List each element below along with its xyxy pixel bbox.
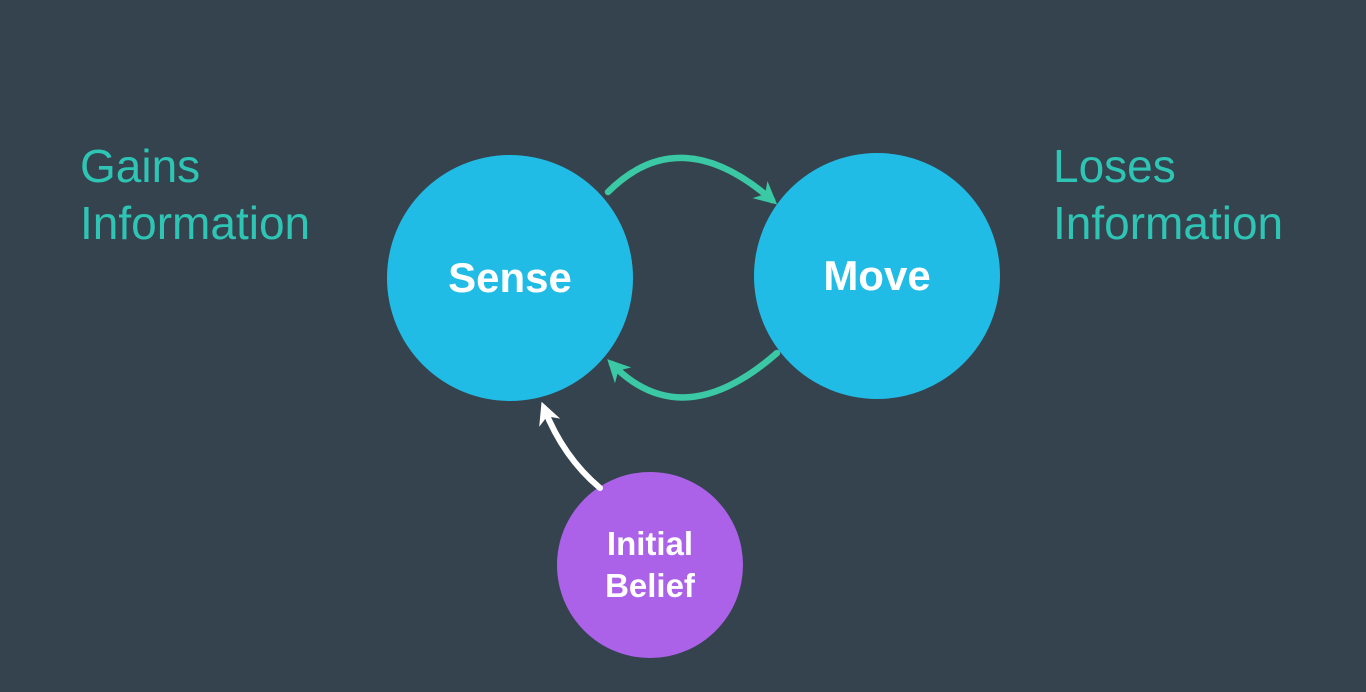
- gains-information-line1: Gains: [80, 140, 201, 192]
- initial-belief-node: Initial Belief: [557, 472, 743, 658]
- loses-information-line2: Information: [1053, 197, 1284, 249]
- loses-information-label: Loses Information: [1053, 138, 1283, 252]
- loses-information-line1: Loses: [1053, 140, 1176, 192]
- initial-belief-label-line2: Belief: [605, 567, 695, 604]
- sense-node: Sense: [387, 155, 633, 401]
- move-to-sense-arrow: [607, 349, 781, 401]
- initial-belief-label-line1: Initial: [606, 525, 694, 562]
- move-node-label: Move: [823, 252, 931, 299]
- gains-information-line2: Information: [80, 197, 311, 249]
- move-node: Move: [754, 153, 1000, 399]
- initial-belief-to-sense-arrow: [539, 401, 603, 491]
- gains-information-label: Gains Information: [80, 138, 310, 252]
- sense-node-label: Sense: [448, 254, 572, 301]
- sense-to-move-arrow: [604, 154, 778, 205]
